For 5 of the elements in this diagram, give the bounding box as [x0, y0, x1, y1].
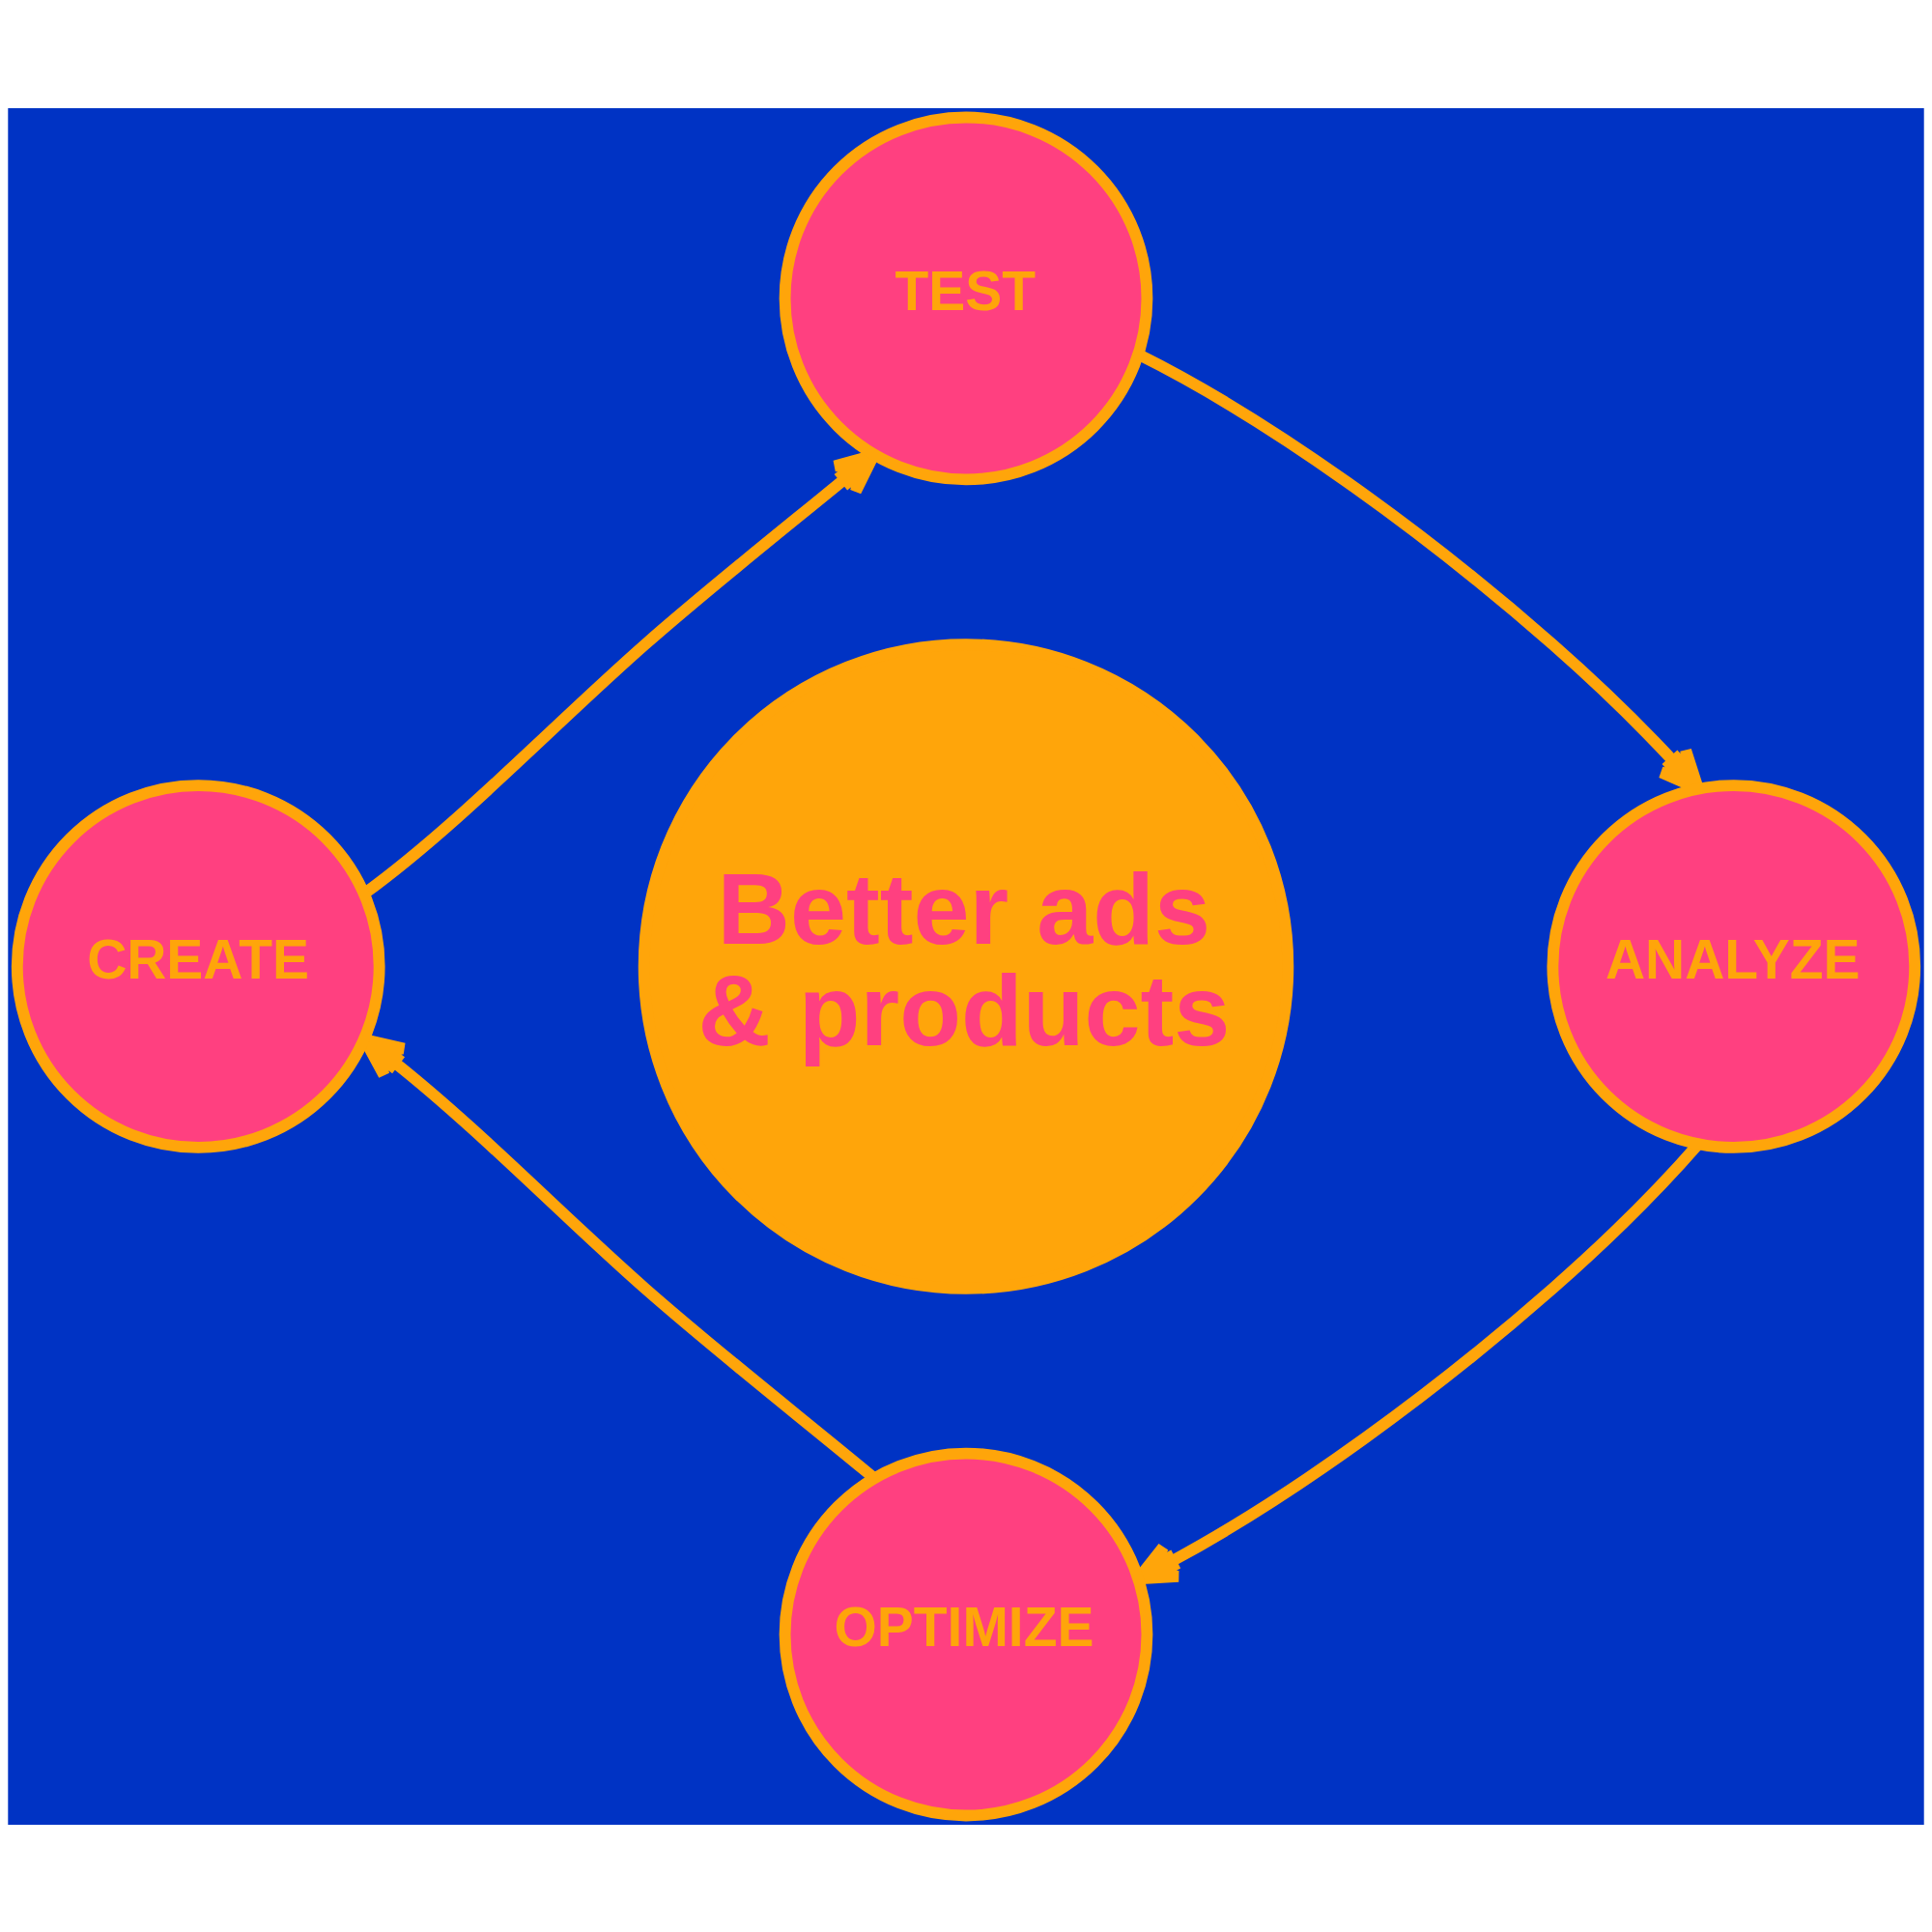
node-circle: CREATE [11, 779, 385, 1153]
node-circle: ANALYZE [1547, 779, 1921, 1153]
node-circle: OPTIMIZE [779, 1447, 1153, 1821]
node-circle: TEST [779, 111, 1153, 485]
node-circle: Better ads & products [638, 638, 1294, 1294]
